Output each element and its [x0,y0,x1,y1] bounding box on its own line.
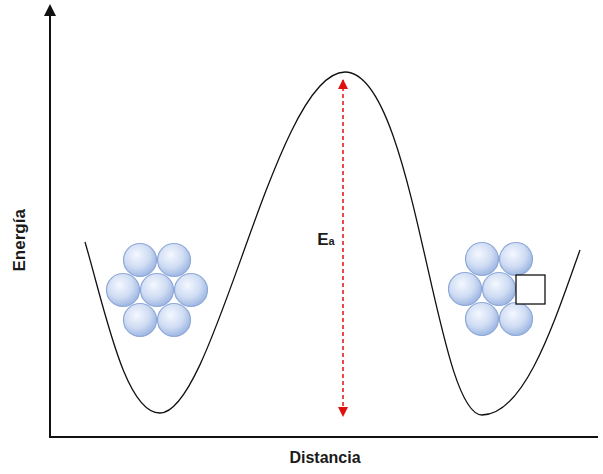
axis-label: Distancia [289,449,360,467]
atom-cluster [107,244,208,337]
axes [44,4,598,437]
vacancy-square [516,275,545,304]
energy-label: Ea [317,231,334,250]
activation-energy-arrow [342,80,344,416]
energy-curve [85,72,580,415]
axis-label: Energía [11,209,30,271]
